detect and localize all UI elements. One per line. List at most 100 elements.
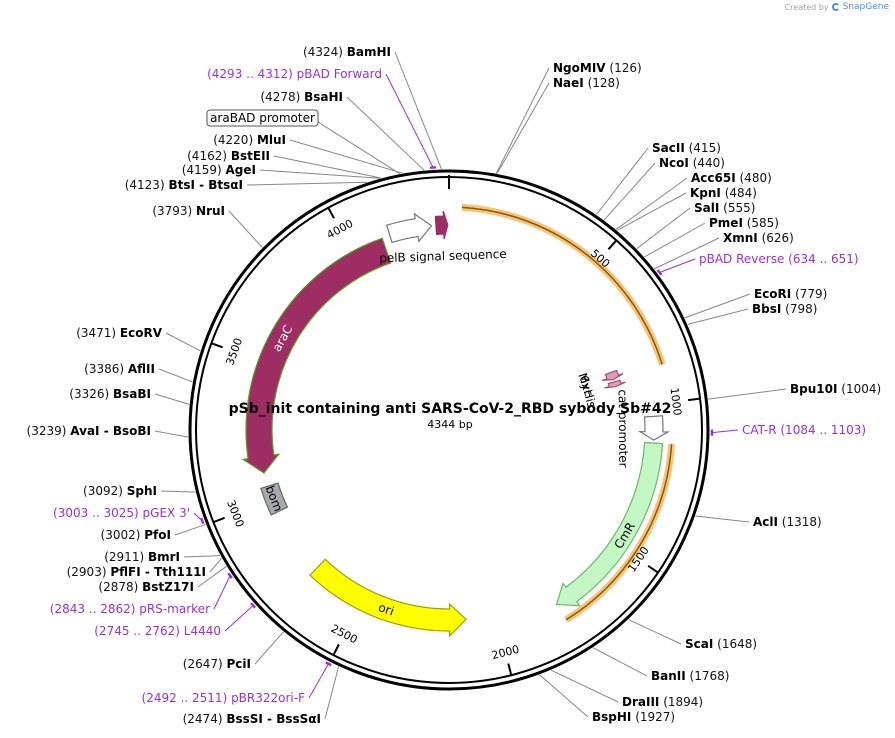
site-position: (1894): [659, 695, 703, 709]
site-acc65i: Acc65I (480): [691, 171, 772, 185]
site-position: (626): [758, 231, 794, 245]
leader-line: [154, 393, 190, 405]
tick-mark: [607, 239, 618, 250]
site-position: (4220): [213, 133, 257, 147]
site-enzyme: NgoMIV: [553, 61, 606, 75]
site-position: (126): [606, 61, 642, 75]
site-enzyme: BssSI - BssSαI: [226, 712, 321, 726]
site-position: (3793): [152, 204, 196, 218]
site-enzyme: SphI: [127, 484, 157, 498]
site-sphi: (3092) SphI: [83, 484, 157, 498]
site-bpu10i: Bpu10I (1004): [790, 382, 881, 396]
primer-pbr322ori-f: (2492 .. 2511) pBR322ori-F: [142, 691, 306, 705]
leader-line: [165, 332, 201, 352]
site-enzyme: Acc65I: [691, 171, 736, 185]
snapgene-credit: Created by SnapGene: [785, 2, 889, 12]
primer-range: (4293 .. 4312): [207, 67, 297, 81]
site-position: (4123): [125, 178, 169, 192]
primer-leader-line: [193, 512, 203, 522]
credit-brand: SnapGene: [842, 2, 889, 12]
site-enzyme: BbsI: [752, 302, 781, 316]
site-enzyme: DraIII: [622, 695, 659, 709]
primer-name: pBAD Reverse: [699, 252, 784, 266]
site-position: (555): [719, 201, 755, 215]
site-ncoi: NcoI (440): [659, 156, 725, 170]
primer-name: pRS-marker: [139, 602, 210, 616]
site-position: (480): [736, 171, 772, 185]
leader-line: [539, 674, 589, 718]
site-enzyme: PciI: [227, 657, 252, 671]
site-position: (1768): [686, 669, 730, 683]
site-enzyme: BanII: [651, 669, 686, 683]
site-position: (4278): [260, 90, 304, 104]
site-enzyme: SalI: [694, 201, 719, 215]
site-position: (4159): [182, 163, 226, 177]
leader-line: [596, 147, 649, 215]
site-xmni: XmnI (626): [723, 231, 794, 245]
site-enzyme: KpnI: [690, 186, 721, 200]
site-enzyme: MluI: [257, 133, 286, 147]
site-position: (3326): [69, 387, 113, 401]
leader-line: [394, 51, 442, 170]
primer-range: (3003 .. 3025): [53, 506, 143, 520]
site-avai-bsobi: (3239) AvaI - BsoBI: [27, 424, 151, 438]
site-bmri: (2911) BmrI: [104, 550, 180, 564]
orange-highlight-arc: [461, 203, 666, 366]
site-enzyme: BsaBI: [113, 387, 151, 401]
primer-binding-mark: [250, 602, 257, 609]
site-ecorv: (3471) EcoRV: [76, 326, 163, 340]
site-enzyme: EcoRI: [754, 287, 791, 301]
primer-pgex-3-: (3003 .. 3025) pGEX 3': [53, 506, 190, 520]
feature-cat-promoter: [637, 415, 671, 441]
feature-6xhis: [604, 379, 626, 389]
feature-label-cat-promoter: cat promoter: [616, 389, 631, 467]
site-enzyme: BamHI: [347, 45, 391, 59]
leader-line: [273, 155, 382, 179]
leader-line: [197, 565, 227, 588]
site-scai: ScaI (1648): [685, 637, 757, 651]
site-naei: NaeI (128): [553, 76, 620, 90]
leader-line: [615, 177, 688, 230]
primer-name: pGEX 3': [143, 506, 190, 520]
leader-line: [158, 368, 193, 383]
promoter-label-box: [206, 109, 319, 127]
primer-range: (1084 .. 1103): [777, 423, 867, 437]
tick-label: 2500: [329, 622, 360, 646]
site-draiii: DraIII (1894): [622, 695, 703, 709]
tick-mark: [507, 663, 513, 676]
site-position: (1927): [631, 710, 675, 724]
site-position: (3092): [83, 484, 127, 498]
primer-leader-line: [224, 605, 254, 632]
site-bsteii: (4162) BstEII: [187, 149, 270, 163]
site-sacii: SacII (415): [652, 141, 721, 155]
site-bsahi: (4278) BsaHI: [260, 90, 343, 104]
site-enzyme: SacII: [652, 141, 685, 155]
site-position: (2911): [104, 550, 148, 564]
tick-mark: [210, 342, 223, 349]
site-pflfi-tth111i: (2903) PflFI - Tth111I: [67, 565, 206, 579]
feature-label-pelb-signal-sequence: pelB signal sequence: [379, 247, 507, 265]
primer-range: (634 .. 651): [784, 252, 858, 266]
site-enzyme: NcoI: [659, 156, 689, 170]
leader-line: [592, 647, 648, 677]
site-position: (3239): [27, 424, 71, 438]
site-position: (484): [721, 186, 757, 200]
site-enzyme: NruI: [196, 204, 225, 218]
primer-pbad-forward: (4293 .. 4312) pBAD Forward: [207, 67, 382, 81]
leader-line: [246, 181, 367, 186]
site-enzyme: PflFI - Tth111I: [110, 565, 206, 579]
primer-name: L4440: [184, 624, 221, 638]
tick-mark: [213, 516, 225, 524]
orange-highlight-layer: [461, 203, 676, 623]
site-position: (2474): [183, 712, 227, 726]
feature-myc: [601, 369, 624, 382]
feature-ori: [309, 558, 467, 638]
site-enzyme: PmeI: [709, 216, 743, 230]
site-enzyme: NaeI: [553, 76, 584, 90]
tick-mark: [332, 643, 340, 656]
site-enzyme: XmnI: [723, 231, 758, 245]
site-position: (415): [685, 141, 721, 155]
site-enzyme: ScaI: [685, 637, 713, 651]
feature-arabad-promoter: [386, 212, 433, 244]
